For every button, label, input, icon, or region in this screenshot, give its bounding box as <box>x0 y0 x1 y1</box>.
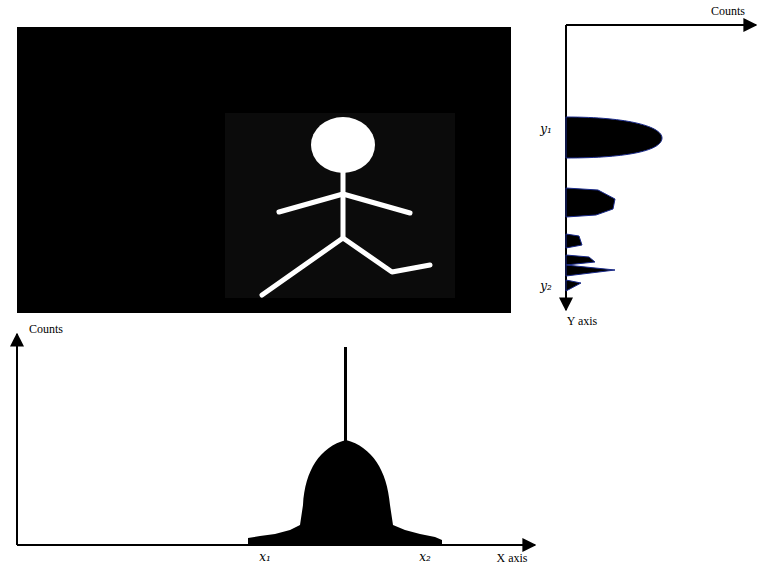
axis-mark: x₁ <box>259 550 271 564</box>
stick-figure <box>262 170 430 295</box>
counts-axis <box>16 334 18 545</box>
axis-title: Y axis <box>567 314 598 328</box>
axis-mark: y₂ <box>540 279 552 293</box>
counts-axis <box>566 24 756 26</box>
stick-figure-head <box>311 117 375 173</box>
region-box <box>225 113 455 298</box>
axis-title: X axis <box>497 551 528 565</box>
axis-mark: x₂ <box>419 550 431 564</box>
axis-mark: y₁ <box>540 122 552 136</box>
binary-image <box>17 27 511 313</box>
y-projection-profile <box>566 117 662 291</box>
axis-title: Counts <box>29 322 63 336</box>
axis-title: Counts <box>711 4 745 18</box>
x-projection-profile <box>248 347 442 545</box>
